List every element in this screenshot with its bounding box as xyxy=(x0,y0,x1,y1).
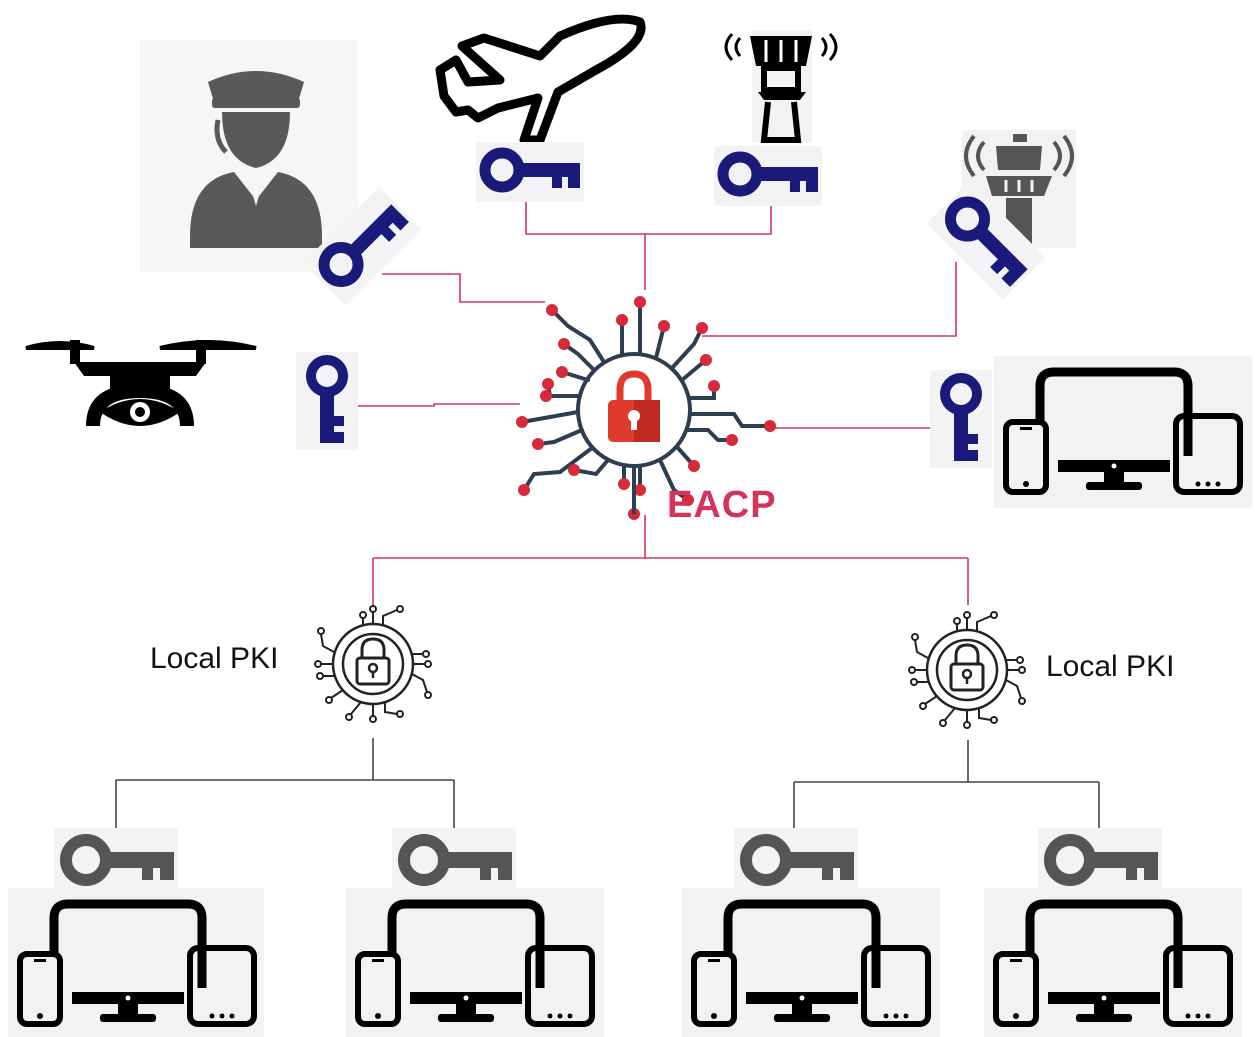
devices-icon-right xyxy=(994,356,1252,508)
hub-connectors xyxy=(356,196,969,605)
connector-pilot xyxy=(382,273,545,303)
airplane-icon xyxy=(435,14,646,145)
devices-icon-node-2 xyxy=(346,888,604,1037)
connector-pki xyxy=(372,515,969,605)
connector-drone xyxy=(356,403,520,407)
connector-tower xyxy=(644,196,772,290)
control-tower-icon xyxy=(724,30,838,143)
devices-icon-node-4 xyxy=(984,888,1242,1037)
eacp-hub xyxy=(516,296,776,520)
connector-airplane xyxy=(525,196,645,235)
local-pki-icon-right xyxy=(907,610,1027,730)
eacp-label: EACP xyxy=(667,484,777,526)
key-icon-drone xyxy=(296,352,358,450)
connector-signal-tower xyxy=(702,262,957,337)
local-pki-label-left: Local PKI xyxy=(150,642,279,675)
key-icon-airplane xyxy=(476,142,584,202)
pki-tree-lines xyxy=(115,738,1100,828)
key-icon-devices xyxy=(930,370,992,468)
local-pki-icon-left xyxy=(313,604,433,724)
pilot-icon xyxy=(140,40,358,272)
key-icon-node-4 xyxy=(1038,828,1162,894)
drone-icon xyxy=(25,340,257,426)
lock-icon xyxy=(608,370,660,442)
local-pki-label-right: Local PKI xyxy=(1046,650,1175,683)
key-icon-node-2 xyxy=(392,828,516,894)
devices-icon-node-1 xyxy=(8,888,264,1037)
key-icon-node-3 xyxy=(734,828,858,894)
devices-icon-node-3 xyxy=(682,888,940,1037)
key-icon-tower xyxy=(714,146,822,206)
key-icon-node-1 xyxy=(54,828,178,894)
